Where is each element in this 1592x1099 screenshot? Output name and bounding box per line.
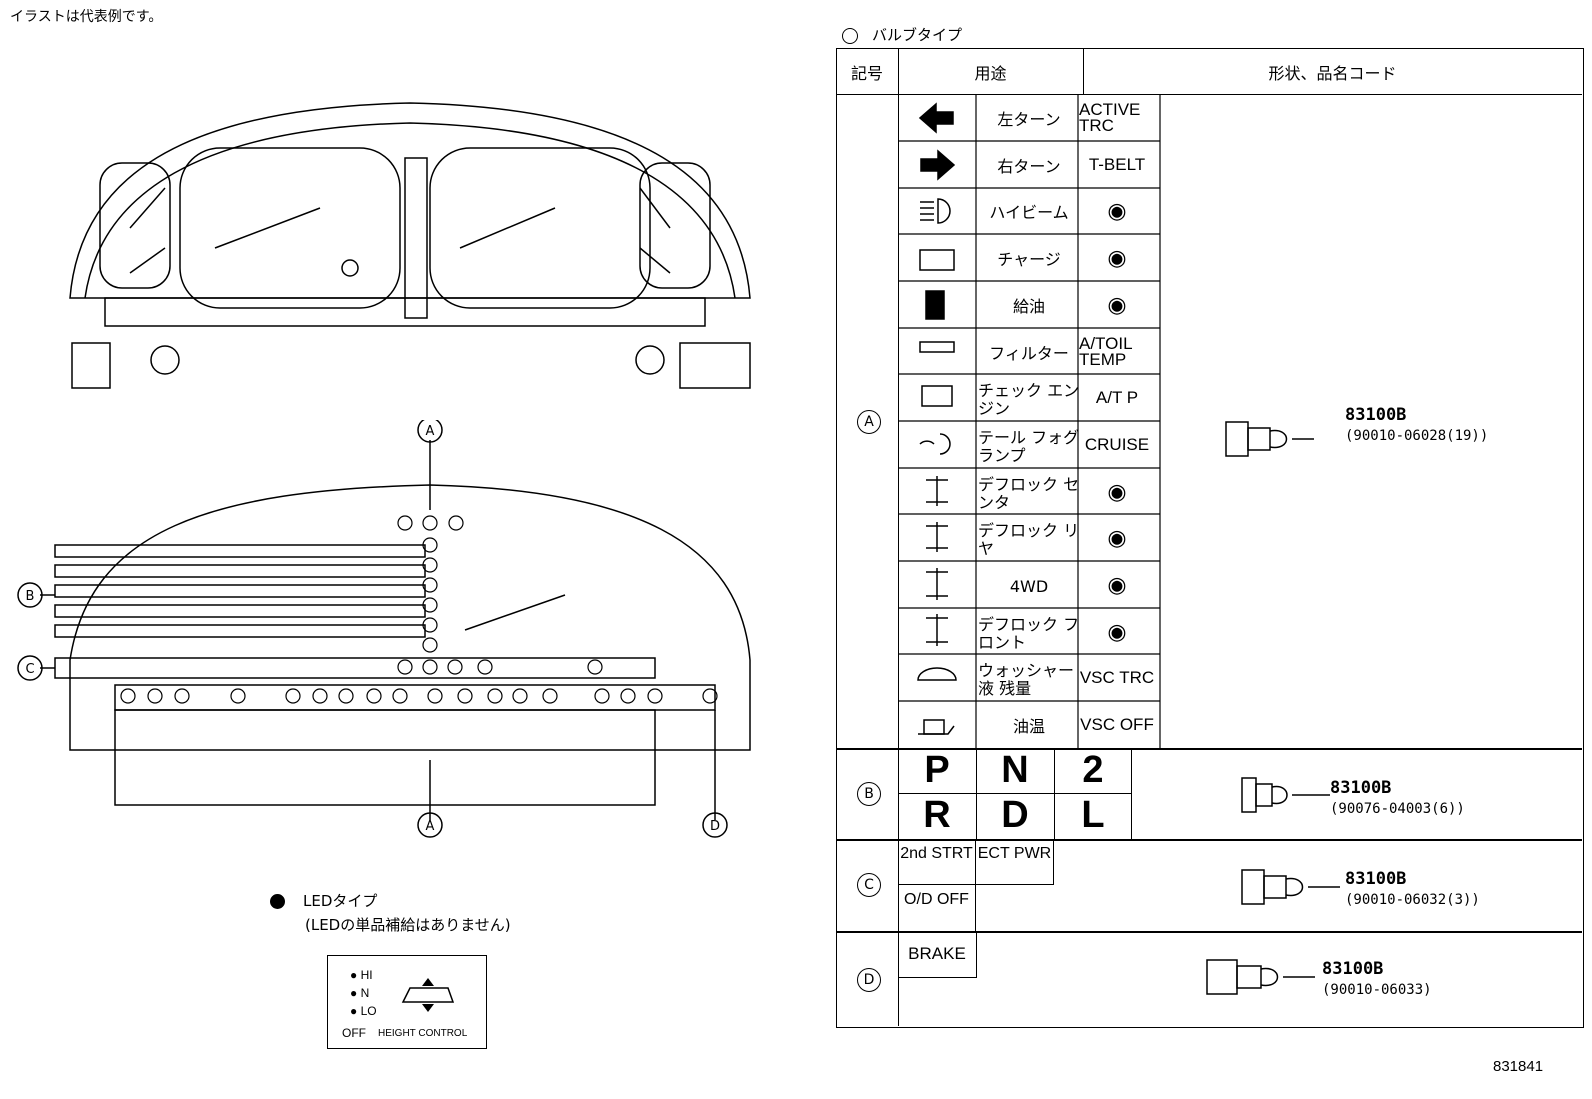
led-lo: ● LO [350, 1004, 377, 1018]
car-height-icon [401, 978, 455, 1012]
bulb-a-graphic [1224, 417, 1342, 466]
bulb-legend-icon [842, 27, 858, 44]
group-a-part: 83100B [1345, 405, 1407, 425]
callout-a-top: A [426, 424, 435, 439]
gear-l: L [1081, 794, 1105, 836]
group-b-symbol: B [857, 782, 881, 806]
door-icon: ◉ [1107, 292, 1127, 317]
right-arrow-icon [920, 149, 956, 181]
high-beam-icon [920, 198, 951, 224]
group-b-code: (90076-04003(6)) [1330, 801, 1465, 817]
fog-lamp-icon [919, 433, 951, 455]
bulb-c-graphic [1240, 865, 1340, 914]
filter-icon [919, 341, 955, 353]
oil-icon [918, 719, 955, 735]
gear-n: N [1001, 749, 1029, 791]
4wd-icon [926, 568, 948, 600]
diff-lock-front-icon [926, 614, 948, 646]
gear-d: D [1001, 794, 1029, 836]
usage-cell: テール フォグランプ [978, 428, 1080, 465]
diff-lock-rear-icon [926, 522, 948, 552]
usage-cell: チェック エンジン [978, 381, 1080, 418]
symbol-text-cell: VSC OFF [1080, 715, 1154, 734]
group-a-symbol: A [857, 410, 881, 434]
group-d-code: (90010-06033) [1322, 982, 1432, 998]
led-dot-icon [270, 894, 285, 909]
symbol-text-cell: A/TOIL TEMP [1079, 334, 1132, 369]
bulb-b-graphic [1240, 773, 1330, 822]
c-2nd-strt: 2nd STRT [898, 839, 976, 885]
usage-cell: 給油 [1012, 297, 1045, 316]
usage-cell: フィルター [989, 344, 1069, 363]
group-d-part: 83100B [1322, 959, 1384, 979]
abs-icon: ◉ [1107, 198, 1127, 223]
seatbelt-icon: ◉ [1107, 245, 1127, 270]
group-c-part: 83100B [1345, 869, 1407, 889]
callout-b: B [26, 589, 35, 604]
skid-icon: ◉ [1107, 619, 1127, 644]
led-off: OFF [342, 1026, 366, 1040]
figure-id: 831841 [1493, 1058, 1544, 1075]
c-ect-pwr: ECT PWR [976, 839, 1054, 885]
symbol-text-cell: VSC TRC [1079, 668, 1155, 687]
usage-cell: ハイビーム [989, 203, 1069, 222]
c-od-off: O/D OFF [898, 885, 976, 931]
led-height-control: HEIGHT CONTROL [378, 1028, 468, 1039]
d-brake: BRAKE [898, 931, 977, 978]
led-hi: ● HI [350, 968, 373, 982]
gear-2: 2 [1082, 749, 1104, 791]
group-c-code: (90010-06032(3)) [1345, 892, 1480, 908]
fuel-icon [925, 290, 945, 320]
usage-cell: 油温 [1012, 717, 1045, 736]
callout-a-bottom: A [426, 819, 435, 834]
airbag-icon: ◉ [1107, 525, 1127, 550]
callout-c: C [25, 662, 34, 677]
illustration-note: イラストは代表例です。 [10, 9, 163, 25]
usage-cell: 4WD [1009, 577, 1049, 596]
usage-cell: 左ターン [997, 110, 1061, 129]
bulb-legend-text: バルブタイプ [872, 26, 963, 44]
gear-r: R [923, 794, 951, 836]
led-legend: LEDタイプ [270, 890, 377, 911]
diff-lock-center-icon [926, 476, 948, 506]
usage-cell: チャージ [997, 250, 1061, 269]
parts-table [836, 48, 1584, 1028]
group-c-symbol: C [857, 873, 881, 897]
washer-icon [917, 667, 957, 681]
symbol-text-cell: ACTIVE TRC [1079, 100, 1141, 135]
led-note: (LEDの単品補給はありません) [305, 916, 511, 934]
cluster-rear-view: A B C A D [17, 420, 751, 838]
engine-icon [921, 385, 953, 407]
table-header [836, 48, 1582, 95]
symbol-text-cell: CRUISE [1084, 435, 1150, 454]
group-d-symbol: D [857, 968, 881, 992]
battery-icon [919, 249, 955, 271]
group-b-part: 83100B [1330, 778, 1392, 798]
usage-cell: デフロック センタ [978, 475, 1080, 512]
bulb-d-graphic [1205, 955, 1315, 1004]
car-up-icon: ◉ [1107, 572, 1127, 597]
led-n: ● N [350, 986, 370, 1000]
usage-cell: ウォッシャー 液 残量 [978, 661, 1075, 698]
usage-cell: デフロック リヤ [978, 521, 1080, 558]
height-control-panel: ● HI ● N ● LO OFF HEIGHT CONTROL [327, 955, 487, 1049]
shift-arrow-icon: ◉ [1107, 479, 1127, 504]
symbol-text-cell: T-BELT [1088, 155, 1146, 174]
header-shape: 形状、品名コード [1268, 64, 1397, 83]
led-legend-text: LEDタイプ [303, 892, 378, 910]
cluster-front-view [69, 102, 751, 389]
bulb-legend: バルブタイプ [842, 24, 962, 45]
group-b-grid: P N 2 R D L [898, 748, 1132, 839]
usage-cell: デフロック フロント [978, 615, 1080, 652]
gear-p: P [924, 749, 950, 791]
header-symbol: 記号 [850, 64, 883, 83]
usage-cell: 右ターン [997, 157, 1061, 176]
symbol-text-cell: A/T P [1095, 388, 1139, 407]
callout-d: D [710, 819, 720, 834]
left-arrow-icon [918, 102, 954, 134]
group-a-code: (90010-06028(19)) [1345, 428, 1489, 444]
header-usage: 用途 [974, 64, 1007, 83]
